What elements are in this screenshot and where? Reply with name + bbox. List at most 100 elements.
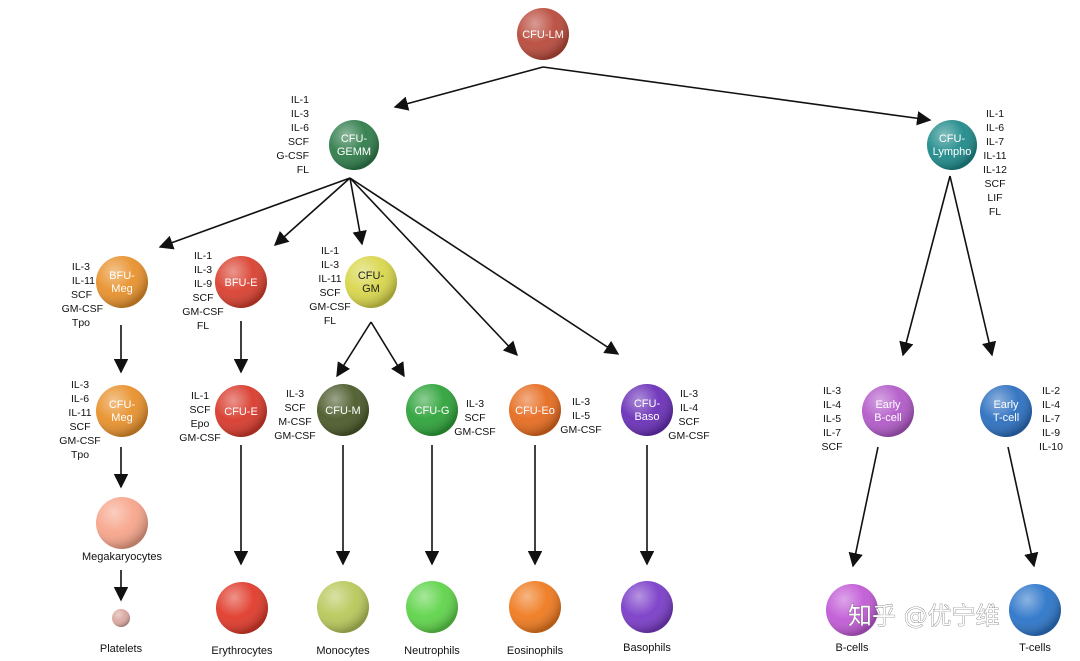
cell-erythrocytes: Erythrocytes [211,582,273,657]
node-cfu-gemm-shine [329,120,379,170]
node-cfu-baso: CFU-Baso [621,384,673,436]
node-cfu-lm: CFU-LM [517,8,569,60]
arrows [113,66,1039,602]
node-cfu-eo-shine [509,384,561,436]
node-cfu-g-label: CFU-G [415,405,450,417]
b-cells-label: B-cells [835,642,869,654]
arrow-gemm-to-cfueo [349,177,518,357]
node-cfu-lympho: CFU-Lympho [927,120,977,170]
neutrophil-shine [406,581,458,633]
cell-b-cells: B-cells [826,584,878,654]
node-cfu-m: CFU-M [317,384,369,436]
node-cfu-gemm: CFU-GEMM [329,120,379,170]
node-early-t-cell-shine [980,385,1032,437]
t-cell-shine [1009,584,1061,636]
arrow-cfugm-to-cfum [336,321,372,378]
node-cfu-gm: CFU-GM [345,256,397,308]
arrow-earlyt-to-tcells [1007,446,1039,568]
node-cfu-g: CFU-G [406,384,458,436]
b-cell-shine [826,584,878,636]
node-cfu-baso-shine [621,384,673,436]
node-cfu-meg-label: CFU-Meg [109,399,136,424]
node-cfu-g-shine [406,384,458,436]
node-cfu-m-shine [317,384,369,436]
node-cfu-e: CFU-E [215,385,267,437]
arrow-lympho-to-earlyt [949,175,997,357]
t-cells-label: T-cells [1019,642,1051,654]
node-cfu-lympho-shine [927,120,977,170]
cell-megakaryocytes: Megakaryocytes [82,497,163,563]
node-cfu-meg-shine [96,385,148,437]
arrow-lm-to-lympho [542,66,932,126]
erythrocyte-shine [216,582,268,634]
cell-t-cells: T-cells [1009,584,1061,654]
basophil-shine [621,581,673,633]
arrow-lm-to-gemm [393,66,544,111]
arrow-gemm-to-bfumeg [158,177,351,250]
node-cfu-e-label: CFU-E [224,406,258,418]
node-bfu-e-label: BFU-E [225,277,258,289]
node-cfu-meg: CFU-Meg [96,385,148,437]
basophils-label: Basophils [623,642,671,654]
erythrocytes-label: Erythrocytes [211,645,273,657]
node-cfu-baso-label: CFU-Baso [634,398,661,423]
platelet-shine [112,609,130,627]
node-early-b-cell-shine [862,385,914,437]
mature-cells: Megakaryocytes Platelets Erythrocytes Mo… [82,497,1061,657]
monocyte-shine [317,581,369,633]
node-bfu-meg-label: BFU-Meg [109,270,135,295]
node-cfu-gemm-label: CFU-GEMM [337,133,371,158]
node-cfu-lm-label: CFU-LM [522,29,564,41]
platelets-label: Platelets [100,643,143,655]
cell-neutrophils: Neutrophils [404,581,460,657]
cell-basophils: Basophils [621,581,673,654]
megakaryocytes-label: Megakaryocytes [82,551,163,563]
watermark-text: 知乎 @优宁维 [848,602,1000,630]
arrow-lympho-to-earlyb [899,175,951,357]
node-cfu-e-shine [215,385,267,437]
cell-monocytes: Monocytes [316,581,370,657]
node-cfu-lm-shine [517,8,569,60]
node-bfu-meg: BFU-Meg [96,256,148,308]
arrow-earlyb-to-bcells [848,446,879,568]
neutrophils-label: Neutrophils [404,645,460,657]
arrow-gemm-to-cfugm [349,177,367,246]
node-cfu-eo: CFU-Eo [509,384,561,436]
cell-platelets: Platelets [100,609,143,655]
megakaryocyte-shine [96,497,148,549]
progenitor-nodes: CFU-LM CFU-GEMM CFU-Lympho BFU-Meg BFU-E… [96,8,1032,437]
eosinophil-shine [509,581,561,633]
arrow-gemm-to-cfubaso [349,177,620,355]
node-cfu-lympho-label: CFU-Lympho [933,133,972,158]
arrow-gemm-to-bfue [273,177,351,246]
node-cfu-eo-label: CFU-Eo [515,405,555,417]
node-bfu-e-shine [215,256,267,308]
monocytes-label: Monocytes [316,645,370,657]
node-cfu-m-label: CFU-M [325,405,360,417]
node-bfu-e: BFU-E [215,256,267,308]
arrow-cfugm-to-cfug [370,321,405,378]
cell-eosinophils: Eosinophils [507,581,564,657]
eosinophils-label: Eosinophils [507,645,564,657]
node-bfu-meg-shine [96,256,148,308]
node-cfu-gm-shine [345,256,397,308]
